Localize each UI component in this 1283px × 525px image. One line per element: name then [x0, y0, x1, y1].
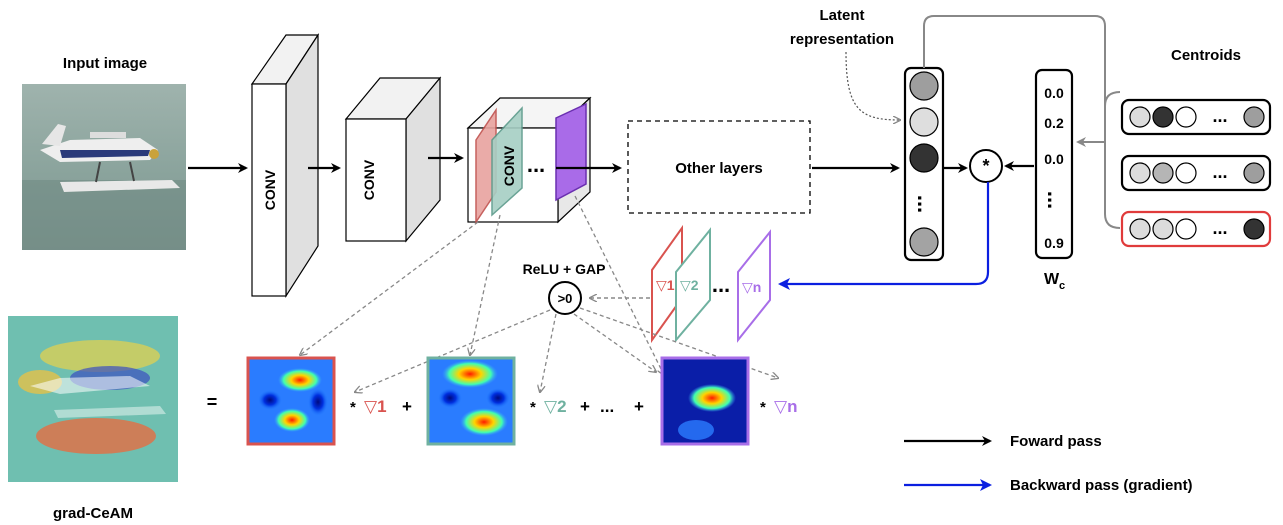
latent-vector: ...	[903, 66, 945, 262]
svg-text:...: ...	[712, 272, 730, 297]
grad-1-label: ▽1	[364, 397, 387, 416]
heatmap-n	[660, 356, 750, 446]
mult-2: *	[530, 399, 536, 416]
svg-text:...: ...	[1212, 106, 1227, 126]
svg-text:...: ...	[1212, 218, 1227, 238]
relu-node-label: >0	[558, 291, 573, 306]
wc-value-1: 0.2	[1044, 115, 1064, 131]
plus-3: +	[634, 397, 644, 416]
dashed-connectors	[300, 195, 778, 392]
plus-2: +	[580, 397, 590, 416]
svg-text:▽n: ▽n	[742, 279, 761, 295]
grad-ceam-image	[8, 316, 178, 482]
multiply-symbol: *	[982, 156, 989, 176]
mult-n: *	[760, 399, 766, 416]
svg-text:...: ...	[1043, 191, 1068, 209]
centroid-row-2: ...	[1120, 154, 1272, 192]
grad-n-label: ▽n	[774, 397, 797, 416]
grad-2-label: ▽2	[544, 397, 567, 416]
multiply-node	[969, 149, 1003, 183]
backward-pass-arrow	[778, 182, 990, 290]
wc-value-2: 0.0	[1044, 151, 1064, 167]
conv-3-ellipsis: ...	[527, 152, 545, 177]
relu-node	[548, 281, 582, 315]
svg-text:...: ...	[1212, 162, 1227, 182]
wc-vector: 0.0 0.2 0.0 ... 0.9	[1034, 68, 1074, 260]
other-layers-label: Other layers	[675, 160, 763, 177]
conv-3-label: CONV	[501, 145, 517, 186]
legend: Foward pass Backward pass (gradient)	[904, 433, 1193, 494]
feature-map-2	[491, 106, 523, 217]
input-image	[22, 84, 186, 250]
wc-label-subscript: c	[1059, 280, 1065, 292]
gradient-planes: ▽1 ▽2 ... ▽n	[651, 224, 771, 344]
conv-1-label: CONV	[262, 169, 278, 210]
svg-text:▽1: ▽1	[656, 277, 675, 293]
latent-label-pointer	[845, 51, 900, 120]
legend-backward-label: Backward pass (gradient)	[1010, 477, 1193, 494]
wc-label: W	[1044, 271, 1060, 288]
heatmap-2	[426, 356, 516, 446]
sum-ellipsis: ...	[600, 397, 614, 416]
conv-block-2: CONV	[344, 76, 442, 243]
latent-to-centroids-connector	[923, 15, 1106, 140]
centroids-bracket	[1104, 91, 1121, 229]
legend-forward-label: Foward pass	[1010, 433, 1102, 450]
grad-ceam-label: grad-CeAM	[53, 505, 133, 522]
wc-value-0: 0.0	[1044, 85, 1064, 101]
feature-map-n	[555, 102, 587, 202]
conv-block-1: CONV	[250, 32, 320, 299]
mult-1: *	[350, 399, 356, 416]
equals-sign: =	[207, 392, 218, 412]
conv-2-label: CONV	[361, 159, 377, 200]
latent-label-line2: representation	[790, 31, 894, 48]
svg-text:▽2: ▽2	[680, 277, 699, 293]
centroid-row-selected: ...	[1120, 210, 1272, 248]
heatmap-1	[246, 356, 336, 446]
conv-block-3: CONV ...	[466, 96, 592, 225]
latent-label-line1: Latent	[820, 7, 865, 24]
input-image-label: Input image	[63, 55, 147, 72]
other-layers-box	[627, 120, 811, 214]
centroid-row-1: ...	[1120, 98, 1272, 136]
svg-text:...: ...	[913, 195, 938, 213]
plus-1: +	[402, 397, 412, 416]
wc-value-3: 0.9	[1044, 235, 1064, 251]
centroids-label: Centroids	[1171, 47, 1241, 64]
relu-gap-label: ReLU + GAP	[523, 261, 606, 277]
